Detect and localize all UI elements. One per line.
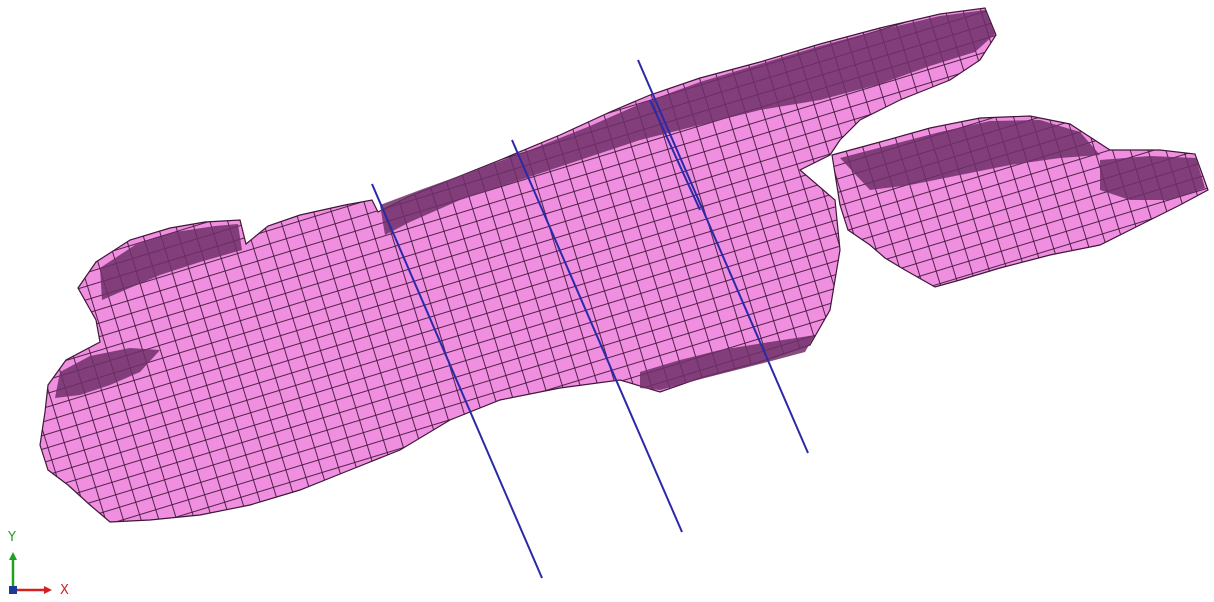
- drillhole-3[interactable]: [637, 59, 809, 454]
- axis-y-arrowhead: [9, 552, 17, 560]
- drillhole-4[interactable]: [649, 99, 701, 211]
- block-model[interactable]: [39, 7, 1209, 523]
- top-surface-dark: [380, 10, 995, 235]
- orebody-left-lobe-grid: [40, 8, 996, 522]
- drillholes[interactable]: [371, 59, 809, 579]
- drillhole-2[interactable]: [511, 139, 683, 533]
- axis-x-arrowhead: [44, 586, 52, 594]
- top-surface-dark-left: [100, 224, 242, 300]
- lower-bench-dark: [640, 335, 815, 390]
- top-surface-dark-west: [55, 348, 160, 398]
- drillhole-1[interactable]: [371, 183, 543, 579]
- top-surface-dark-arm: [840, 120, 1100, 190]
- axis-z-origin: [9, 586, 17, 594]
- east-tip-dark: [1100, 156, 1205, 200]
- axis-triad: [9, 552, 52, 594]
- axis-y-label: Y: [8, 530, 16, 545]
- axis-x-label: X: [60, 583, 69, 598]
